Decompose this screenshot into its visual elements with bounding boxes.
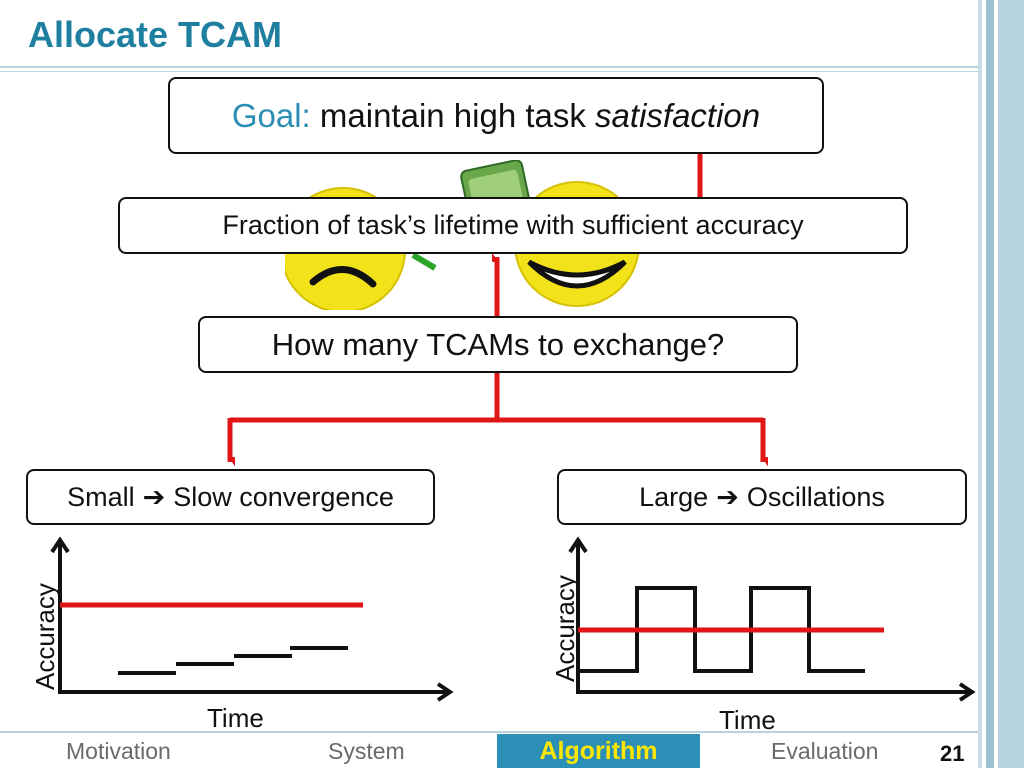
nav-item-evaluation[interactable]: Evaluation (771, 738, 879, 764)
left-x-axis-label: Time (207, 703, 264, 733)
right-x-axis-label: Time (719, 705, 776, 735)
small-label: Small (67, 481, 135, 512)
branch-arrows (230, 372, 763, 462)
large-label: Large (639, 481, 709, 512)
small-result: Slow convergence (173, 481, 394, 512)
large-box: Large ➔ Oscillations (557, 469, 967, 525)
slide-title: Allocate TCAM (28, 14, 283, 55)
small-box: Small ➔ Slow convergence (26, 469, 435, 525)
question-box: How many TCAMs to exchange? (198, 316, 798, 373)
left-plot (50, 536, 454, 702)
title-rule-1 (0, 66, 978, 68)
goal-prefix: Goal: (231, 96, 311, 134)
fraction-box: Fraction of task’s lifetime with suffici… (118, 197, 908, 254)
nav-rule (0, 731, 978, 733)
question-text: How many TCAMs to exchange? (271, 326, 725, 362)
right-y-axis-label: Accuracy (550, 575, 580, 682)
title-rule-2 (0, 71, 978, 72)
left-accuracy-steps (118, 646, 348, 675)
nav-item-system[interactable]: System (328, 738, 405, 764)
page-number: 21 (940, 741, 965, 766)
right-arrow-icon: ➔ (716, 481, 739, 512)
nav-item-algorithm-active[interactable]: Algorithm (497, 734, 700, 768)
section-nav: Motivation System Evaluation (0, 733, 978, 768)
fraction-text: Fraction of task’s lifetime with suffici… (222, 210, 804, 240)
left-y-axis-label: Accuracy (30, 583, 60, 690)
right-arrow-icon: ➔ (142, 481, 166, 512)
nav-item-motivation[interactable]: Motivation (66, 738, 171, 764)
large-result: Oscillations (746, 481, 885, 512)
goal-italic-text: satisfaction (595, 96, 761, 134)
right-plot-axes (568, 536, 976, 702)
right-decorative-stripes (978, 0, 1024, 768)
goal-box: Goal: maintain high task satisfaction (168, 77, 824, 154)
goal-text: maintain high task (319, 96, 586, 134)
left-plot-axes (50, 536, 454, 702)
right-plot (568, 536, 976, 702)
nav-active-label: Algorithm (539, 736, 658, 765)
